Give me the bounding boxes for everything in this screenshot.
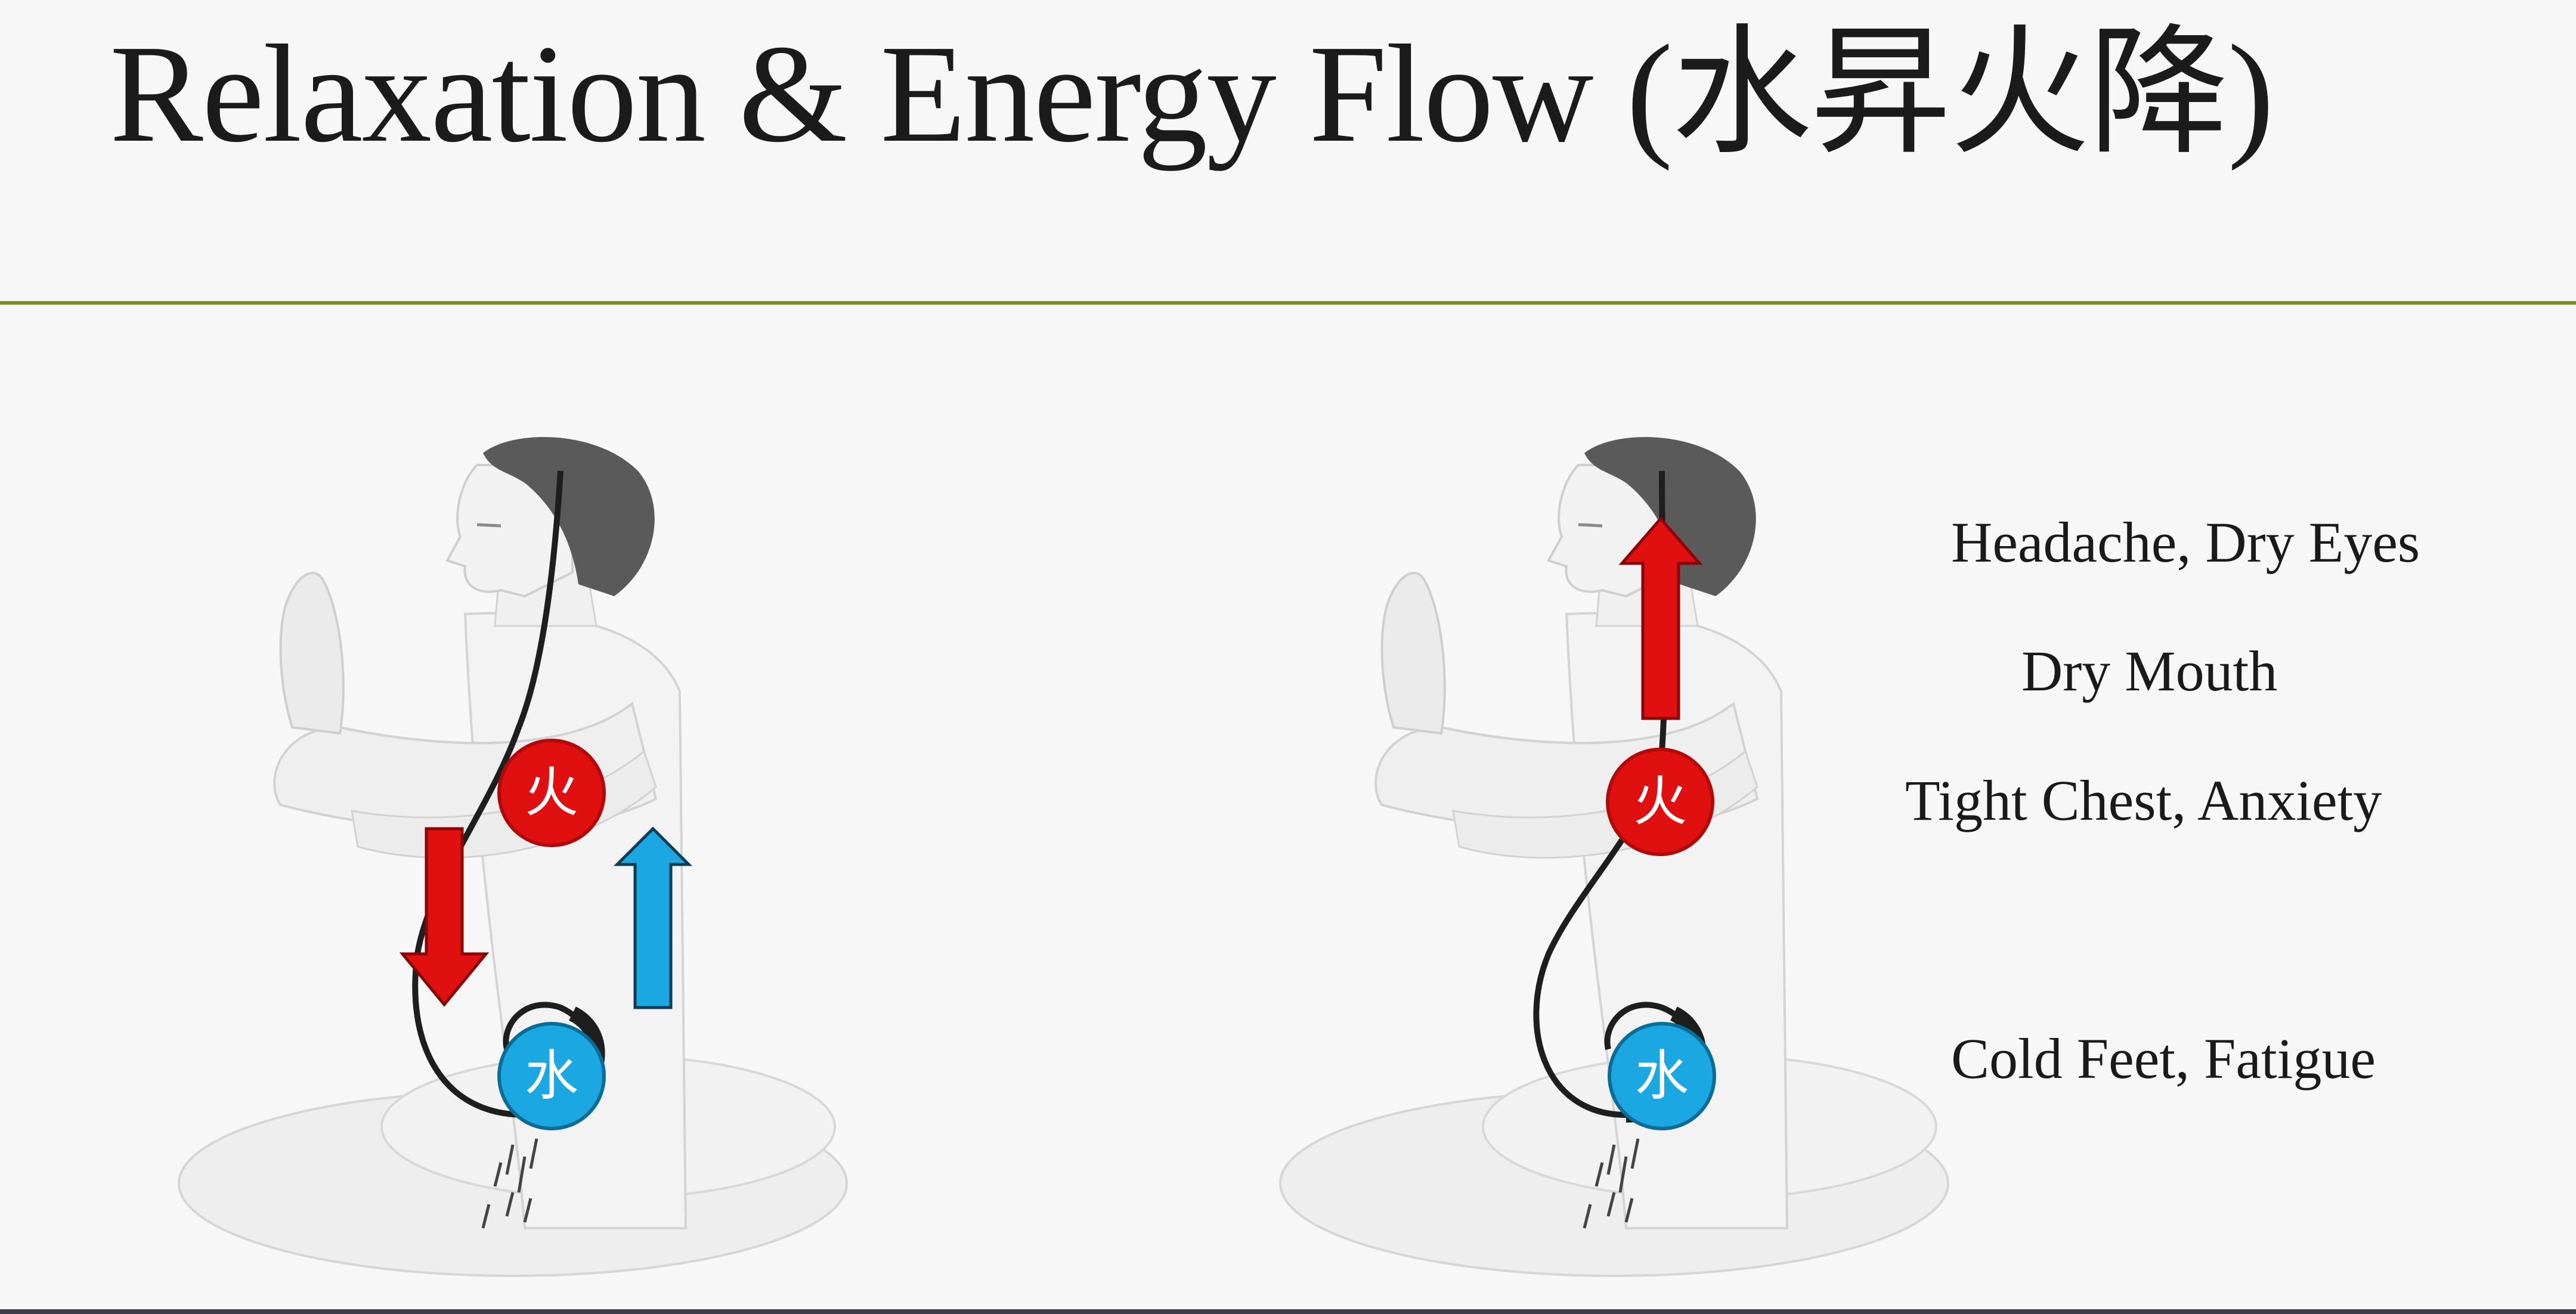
bottom-border xyxy=(0,1309,2576,1314)
meditating-person xyxy=(1279,436,1949,1277)
symptom-headache: Headache, Dry Eyes xyxy=(1951,510,2420,574)
fire-circle: 火 xyxy=(497,739,606,847)
fire-rising-arrow xyxy=(1618,516,1703,720)
fire-descending-arrow xyxy=(399,827,490,1007)
symptom-tight-chest: Tight Chest, Anxiety xyxy=(1905,768,2382,832)
water-circle: 水 xyxy=(1608,1022,1716,1130)
fire-label: 火 xyxy=(525,761,578,824)
fire-label: 火 xyxy=(1633,770,1687,833)
title-divider xyxy=(0,301,2576,305)
imbalanced-flow-illustration: 火 水 xyxy=(1279,436,1949,1277)
balanced-flow-illustration: 火 水 xyxy=(178,436,848,1277)
water-label: 水 xyxy=(525,1045,578,1107)
fire-circle: 火 xyxy=(1606,748,1714,856)
balanced-flow-figure: 火 水 xyxy=(143,417,859,1312)
slide-title: Relaxation & Energy Flow (水昇火降) xyxy=(110,16,2274,171)
water-circle: 水 xyxy=(497,1022,606,1130)
meditating-person xyxy=(178,436,848,1277)
symptom-cold-feet: Cold Feet, Fatigue xyxy=(1951,1027,2376,1090)
water-label: 水 xyxy=(1635,1045,1689,1107)
symptom-dry-mouth: Dry Mouth xyxy=(2021,639,2278,703)
water-rising-arrow xyxy=(613,826,693,1009)
imbalanced-flow-figure: 火 水 xyxy=(1244,417,1960,1312)
